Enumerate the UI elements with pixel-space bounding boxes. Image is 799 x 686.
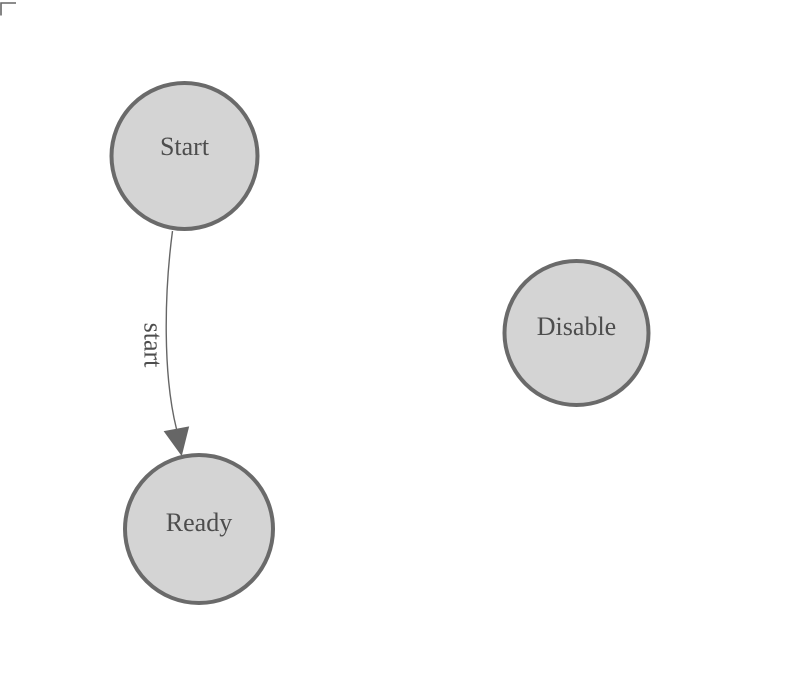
state-label: Start (160, 132, 210, 161)
state-node-ready[interactable]: Ready (123, 453, 275, 605)
state-label: Disable (537, 312, 616, 341)
arrowhead-icon (163, 426, 190, 457)
state-circle (502, 259, 651, 407)
state-node-disable[interactable]: Disable (502, 259, 651, 407)
state-circle (123, 453, 275, 605)
transition-start-to-ready[interactable]: start (139, 230, 190, 457)
state-label: Ready (166, 508, 232, 537)
canvas-corner-bracket-icon (0, 2, 16, 16)
transition-label: start (139, 323, 168, 369)
state-node-start[interactable]: Start (109, 81, 260, 231)
transition-line (165, 230, 178, 430)
state-circle (109, 81, 260, 231)
